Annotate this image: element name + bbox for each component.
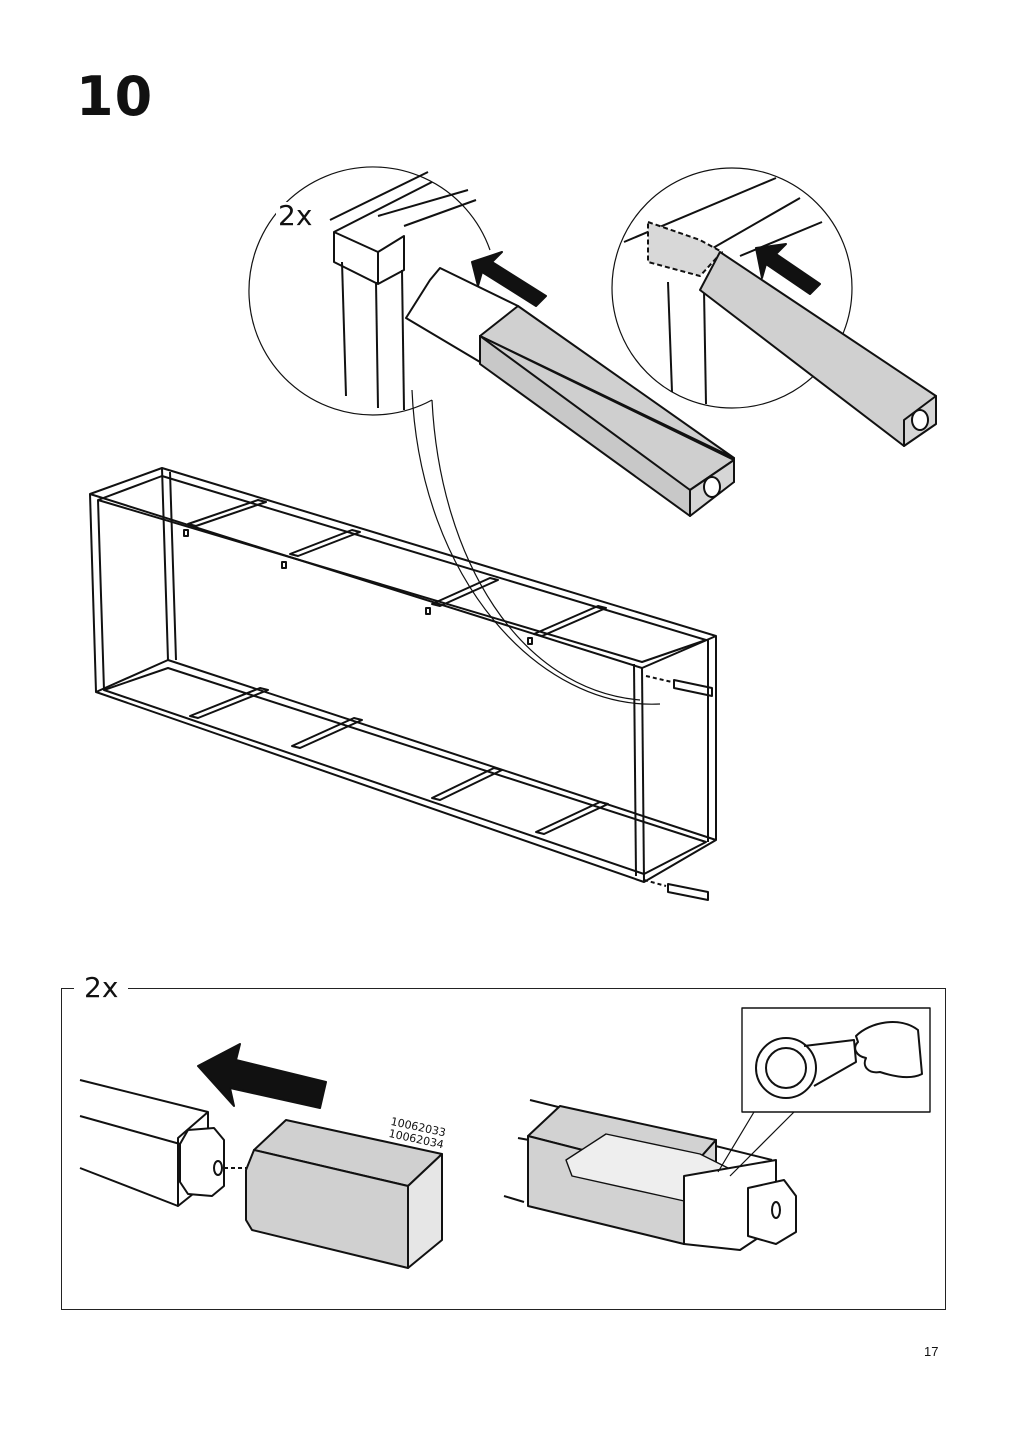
step-number: 10 [76, 65, 154, 128]
page-number: 17 [924, 1344, 939, 1359]
shelf-frame [89, 467, 717, 901]
detail-quantity-label: 2x [276, 199, 315, 232]
sub-left-illustration [79, 1043, 443, 1269]
hand-icon [854, 1021, 923, 1079]
push-arrow-icon [755, 243, 821, 295]
subassembly-quantity-label: 2x [74, 974, 129, 1002]
push-arrow-icon [471, 251, 547, 307]
sub-right-illustration [503, 1007, 931, 1251]
detail-circle-insert [248, 166, 735, 705]
push-arrow-icon [197, 1043, 327, 1109]
detail-circle-inserted [611, 167, 937, 447]
subassembly-box [61, 988, 946, 1310]
tape-roll-icon [755, 1037, 817, 1099]
